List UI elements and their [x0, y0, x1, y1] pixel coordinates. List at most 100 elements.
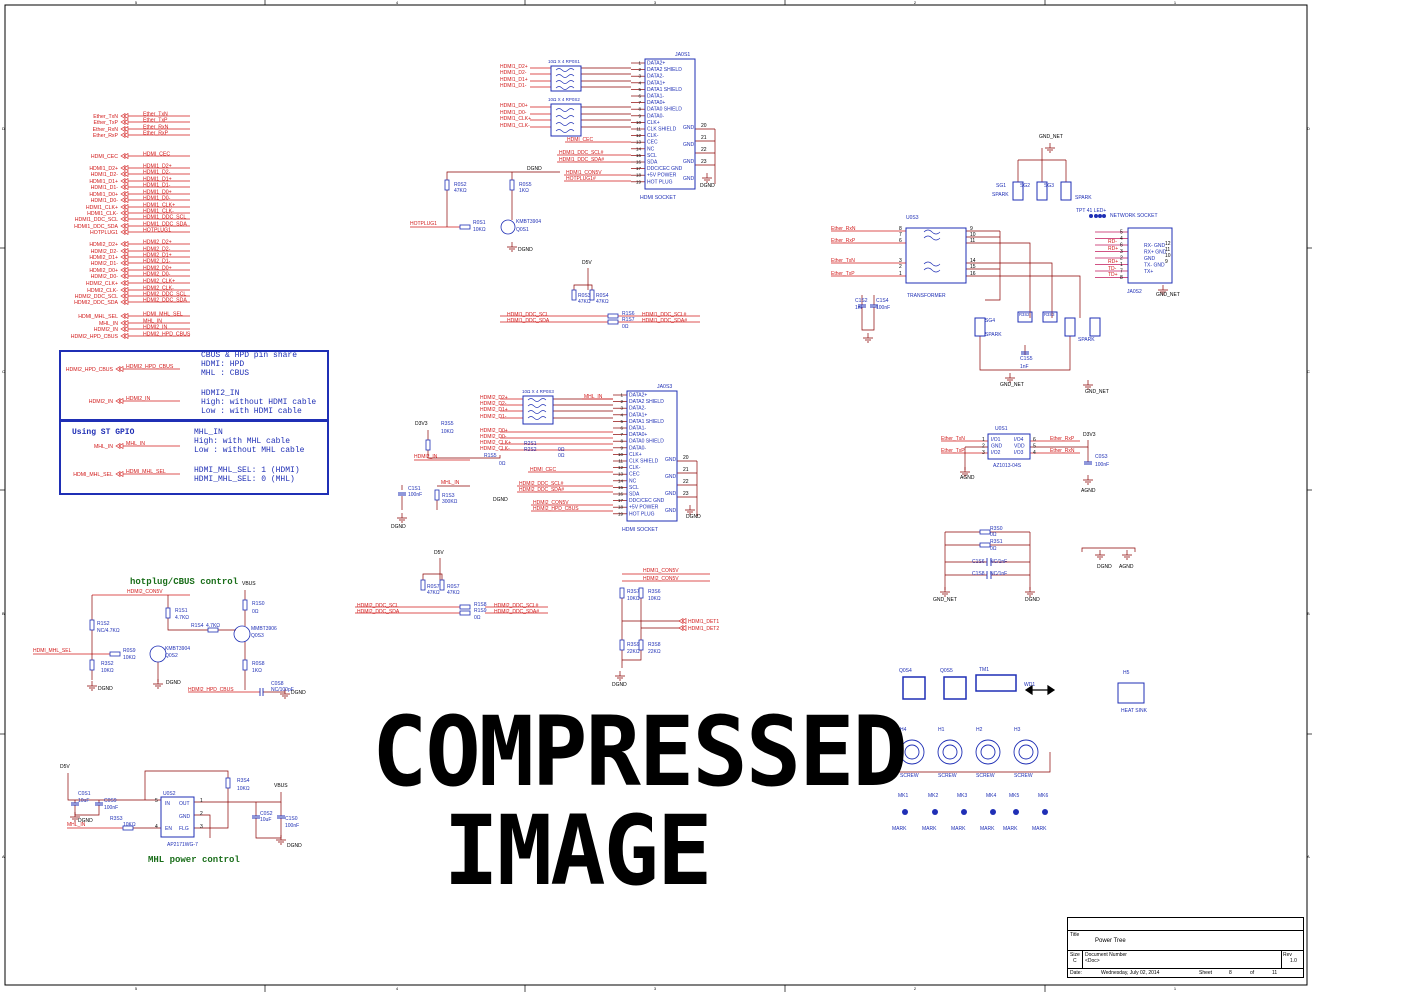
label: GND_NET — [1156, 292, 1180, 298]
label: 7 — [899, 232, 902, 238]
screw-hole — [1018, 744, 1034, 760]
net-label: HDMI2_D2- — [480, 401, 507, 407]
port-name: HOTPLUG1 — [90, 230, 118, 236]
label: C1S2 — [855, 298, 868, 304]
port-arrow — [120, 272, 129, 280]
sheet-label: Sheet — [1199, 970, 1213, 976]
label: GND — [1144, 256, 1156, 262]
net-label: HDMI1_DDC_SDA — [143, 222, 187, 228]
label: 5 — [1120, 230, 1123, 236]
wire — [1000, 262, 1053, 318]
pin-name: GND — [665, 457, 677, 463]
label: MARK — [1032, 826, 1047, 832]
label: 1KΩ — [519, 188, 529, 194]
title-label: Title — [1070, 932, 1080, 938]
label: MARK — [892, 826, 907, 832]
resistor — [619, 639, 625, 651]
label: MARK — [1003, 826, 1018, 832]
label: Ether_TxN — [941, 436, 965, 442]
net-label: HDMI2_CLK+ — [480, 440, 511, 446]
port-name: HDMI1_DDC_SDA — [74, 224, 118, 230]
label: 11 — [970, 238, 975, 244]
port-arrow — [120, 222, 129, 230]
label: 1 — [1120, 262, 1123, 268]
pin-number: 15 — [618, 485, 624, 490]
port-name: HDMI_MHL_SEL — [78, 314, 118, 320]
label: R1S4 — [191, 623, 204, 629]
frame-row-label: A — [2, 854, 5, 859]
label: R0S4 — [596, 293, 609, 299]
screw-hole — [942, 744, 958, 760]
capacitor — [259, 688, 264, 696]
label: DGND — [166, 680, 181, 686]
label: H4 — [900, 727, 907, 733]
label: MK1 — [898, 793, 909, 799]
label: SG3 — [1044, 183, 1054, 189]
label: GND_NET — [933, 597, 957, 603]
pin-number: 20 — [683, 455, 689, 461]
port-name: Ether_TxP — [93, 120, 118, 126]
pin-name: SCL — [647, 153, 657, 159]
resistor — [439, 579, 445, 591]
label: VBUS — [274, 783, 288, 789]
label: 10KΩ — [627, 596, 640, 602]
resistor — [459, 610, 471, 616]
net-label: HDMI2_D0- — [143, 272, 171, 278]
port-arrow — [120, 266, 129, 274]
label: R3S9 — [627, 642, 640, 648]
label: AGND — [960, 475, 975, 481]
label: Q0S2 — [165, 653, 178, 659]
resistor — [589, 289, 595, 301]
label: MMBT3906 — [251, 626, 277, 632]
label: D3V3 — [415, 421, 428, 427]
pin-name: CLK+ — [647, 120, 660, 126]
frame-col-label: 5 — [135, 0, 138, 5]
hdmi-socket-body — [644, 58, 696, 190]
label: DGND — [493, 497, 508, 503]
label: 47KΩ — [596, 299, 609, 305]
net-label: HDMI_CEC — [143, 152, 170, 158]
label: IN — [165, 801, 170, 807]
label: 300KΩ — [442, 499, 458, 505]
label: HDMI1_DET1 — [688, 619, 719, 625]
ground-symbol — [1122, 554, 1132, 560]
resistor — [979, 529, 991, 535]
resistor-zigzag — [555, 115, 575, 119]
label: R0S7 — [447, 584, 460, 590]
resistor — [459, 224, 471, 230]
port-name: HDMI1_D2- — [91, 172, 119, 178]
pin-number: 7 — [620, 432, 623, 437]
label: C1S0 — [285, 816, 298, 822]
label: DGND — [1097, 564, 1112, 570]
label: R3S1 — [990, 539, 1003, 545]
resistor-zigzag — [527, 404, 547, 408]
port-arrow — [120, 259, 129, 267]
label: R3S8 — [648, 642, 661, 648]
label: HDMI_CEC — [530, 467, 557, 473]
port-arrow — [120, 125, 129, 133]
label: HDMI2_DDC_SDA# — [494, 609, 539, 615]
net-label: HDMI2_IN — [143, 325, 167, 331]
pin-name: CLK- — [629, 465, 641, 471]
label: GND — [179, 814, 191, 820]
resistor — [619, 587, 625, 599]
notes-box-1 — [59, 350, 329, 422]
pin-name: CLK SHIELD — [629, 459, 659, 465]
label: 4 — [155, 824, 158, 830]
net-label: HDMI2_D0+ — [143, 266, 172, 272]
ground-symbol — [507, 246, 517, 252]
pin-name: DATA0- — [647, 113, 664, 119]
size-label: Size — [1070, 952, 1080, 958]
resistor — [571, 289, 577, 301]
pin-number: 10 — [636, 120, 642, 125]
label: 12 — [1165, 241, 1171, 247]
regulator-body — [160, 796, 195, 838]
net-label: HDMI2_DDC_SDA — [143, 298, 187, 304]
label: R1S9 — [474, 608, 487, 614]
frame-col-label: 2 — [914, 0, 917, 5]
label: 10KΩ — [101, 668, 114, 674]
frame-col-label: 1 — [1174, 0, 1177, 5]
resistor — [89, 619, 95, 631]
label: MK5 — [1009, 793, 1020, 799]
label: 10KΩ — [441, 429, 454, 435]
